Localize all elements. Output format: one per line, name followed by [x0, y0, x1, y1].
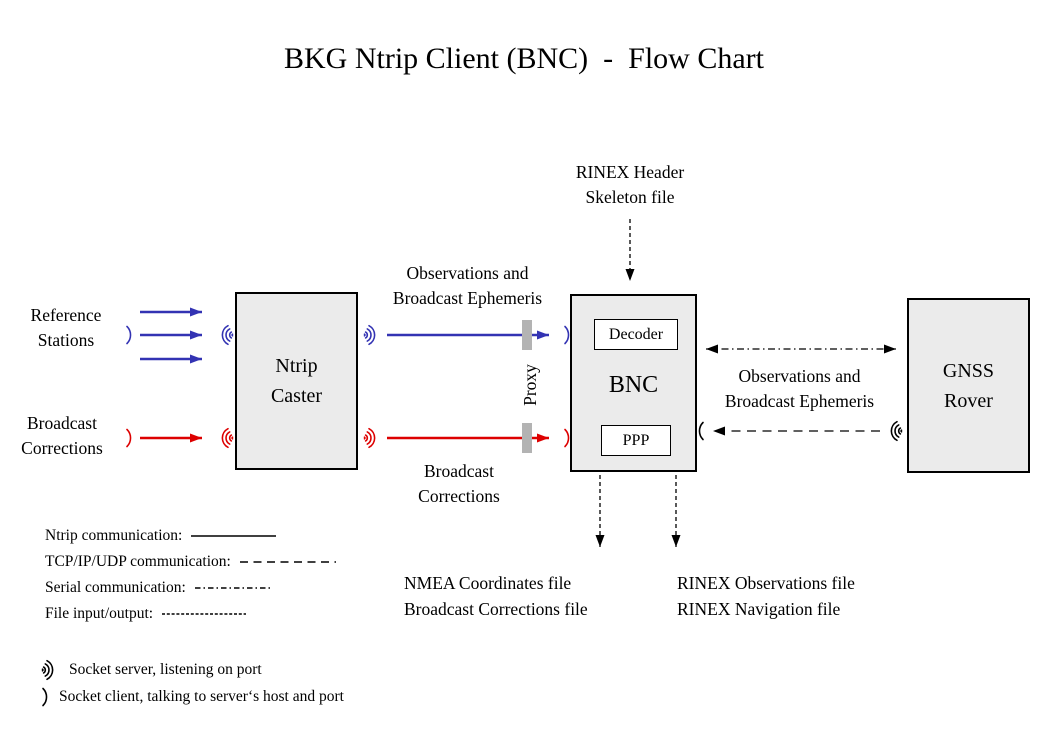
- legend-label: TCP/IP/UDP communication:: [45, 553, 231, 570]
- ntrip-caster-line1: Ntrip: [275, 355, 318, 377]
- decoder-label: Decoder: [608, 326, 664, 343]
- rinex-skeleton-line1: RINEX Header: [575, 162, 685, 182]
- gnss-rover-line1: GNSS: [942, 359, 995, 382]
- broadcast-corrections-left-line2: Corrections: [21, 438, 103, 458]
- socket-server-icon: [41, 659, 54, 681]
- obs-ephemeris-top-line2: Broadcast Ephemeris: [392, 288, 543, 308]
- socket-client-icon: [698, 421, 704, 441]
- rinex-files-line2: RINEX Navigation file: [677, 599, 841, 619]
- legend-label: Serial communication:: [45, 579, 186, 596]
- legend-line-dotted: [162, 613, 247, 615]
- broadcast-corrections-mid-label: Broadcast Corrections: [379, 459, 539, 509]
- socket-client-icon: [42, 687, 48, 707]
- legend-line-dashed: [239, 561, 336, 563]
- nmea-files-line2: Broadcast Corrections file: [404, 599, 588, 619]
- legend-label: File input/output:: [45, 605, 154, 622]
- broadcast-corrections-mid-line1: Broadcast: [424, 461, 494, 481]
- socket-server-legend-label: Socket server, listening on port: [69, 661, 262, 678]
- obs-ephemeris-right-line2: Broadcast Ephemeris: [724, 391, 875, 411]
- ntrip-caster-label: Ntrip Caster: [237, 351, 356, 411]
- socket-client-icon: [126, 325, 132, 345]
- page-title: BKG Ntrip Client (BNC) - Flow Chart: [284, 42, 764, 75]
- rinex-skeleton-label: RINEX Header Skeleton file: [540, 160, 720, 210]
- reference-stations-label: Reference Stations: [6, 303, 126, 353]
- legend-label: Ntrip communication:: [45, 527, 183, 544]
- legend-item-tcp: TCP/IP/UDP communication:: [45, 553, 339, 571]
- socket-client-icon: [126, 428, 132, 448]
- socket-client-legend-label: Socket client, talking to server‘s host …: [59, 688, 344, 705]
- gnss-rover-line2: Rover: [944, 389, 993, 412]
- legend-item-file: File input/output:: [45, 605, 249, 623]
- broadcast-corrections-mid-line2: Corrections: [418, 486, 500, 506]
- reference-stations-line2: Stations: [37, 330, 95, 350]
- socket-client-icon: [564, 428, 570, 448]
- rinex-files-line1: RINEX Observations file: [677, 573, 855, 593]
- obs-ephemeris-right-line1: Observations and: [738, 366, 861, 386]
- socket-client-legend: Socket client, talking to server‘s host …: [38, 686, 344, 708]
- ppp-label: PPP: [622, 432, 650, 449]
- bnc-box: Decoder BNC PPP: [570, 294, 697, 472]
- bnc-label: BNC: [608, 372, 659, 398]
- gnss-rover-label: GNSS Rover: [909, 356, 1028, 416]
- socket-client-icon: [564, 325, 570, 345]
- socket-server-icon: [890, 420, 903, 442]
- socket-server-legend: Socket server, listening on port: [38, 657, 262, 683]
- legend-item-ntrip: Ntrip communication:: [45, 527, 280, 545]
- proxy-label: Proxy: [520, 364, 540, 406]
- legend-line-dashdot: [194, 587, 273, 589]
- legend-line-solid: [191, 535, 277, 537]
- gnss-rover-box: GNSS Rover: [907, 298, 1030, 473]
- ntrip-caster-line2: Caster: [270, 385, 323, 407]
- rinex-files-label: RINEX Observations file RINEX Navigation…: [677, 570, 907, 622]
- obs-ephemeris-top-line1: Observations and: [406, 263, 529, 283]
- ntrip-caster-box: Ntrip Caster: [235, 292, 358, 470]
- obs-ephemeris-top-label: Observations and Broadcast Ephemeris: [360, 261, 575, 311]
- ppp-box: PPP: [601, 425, 671, 456]
- nmea-files-label: NMEA Coordinates file Broadcast Correcti…: [404, 570, 634, 622]
- socket-server-icon: [221, 324, 234, 346]
- rinex-skeleton-line2: Skeleton file: [585, 187, 675, 207]
- broadcast-corrections-left-line1: Broadcast: [27, 413, 97, 433]
- socket-server-icon: [363, 427, 376, 449]
- broadcast-corrections-left-label: Broadcast Corrections: [2, 411, 122, 461]
- nmea-files-line1: NMEA Coordinates file: [404, 573, 572, 593]
- decoder-box: Decoder: [594, 319, 678, 350]
- legend-item-serial: Serial communication:: [45, 579, 276, 597]
- reference-stations-line1: Reference: [30, 305, 102, 325]
- proxy-bar-bottom: [522, 423, 532, 453]
- socket-server-icon: [363, 324, 376, 346]
- obs-ephemeris-right-label: Observations and Broadcast Ephemeris: [692, 364, 907, 414]
- socket-server-icon: [221, 427, 234, 449]
